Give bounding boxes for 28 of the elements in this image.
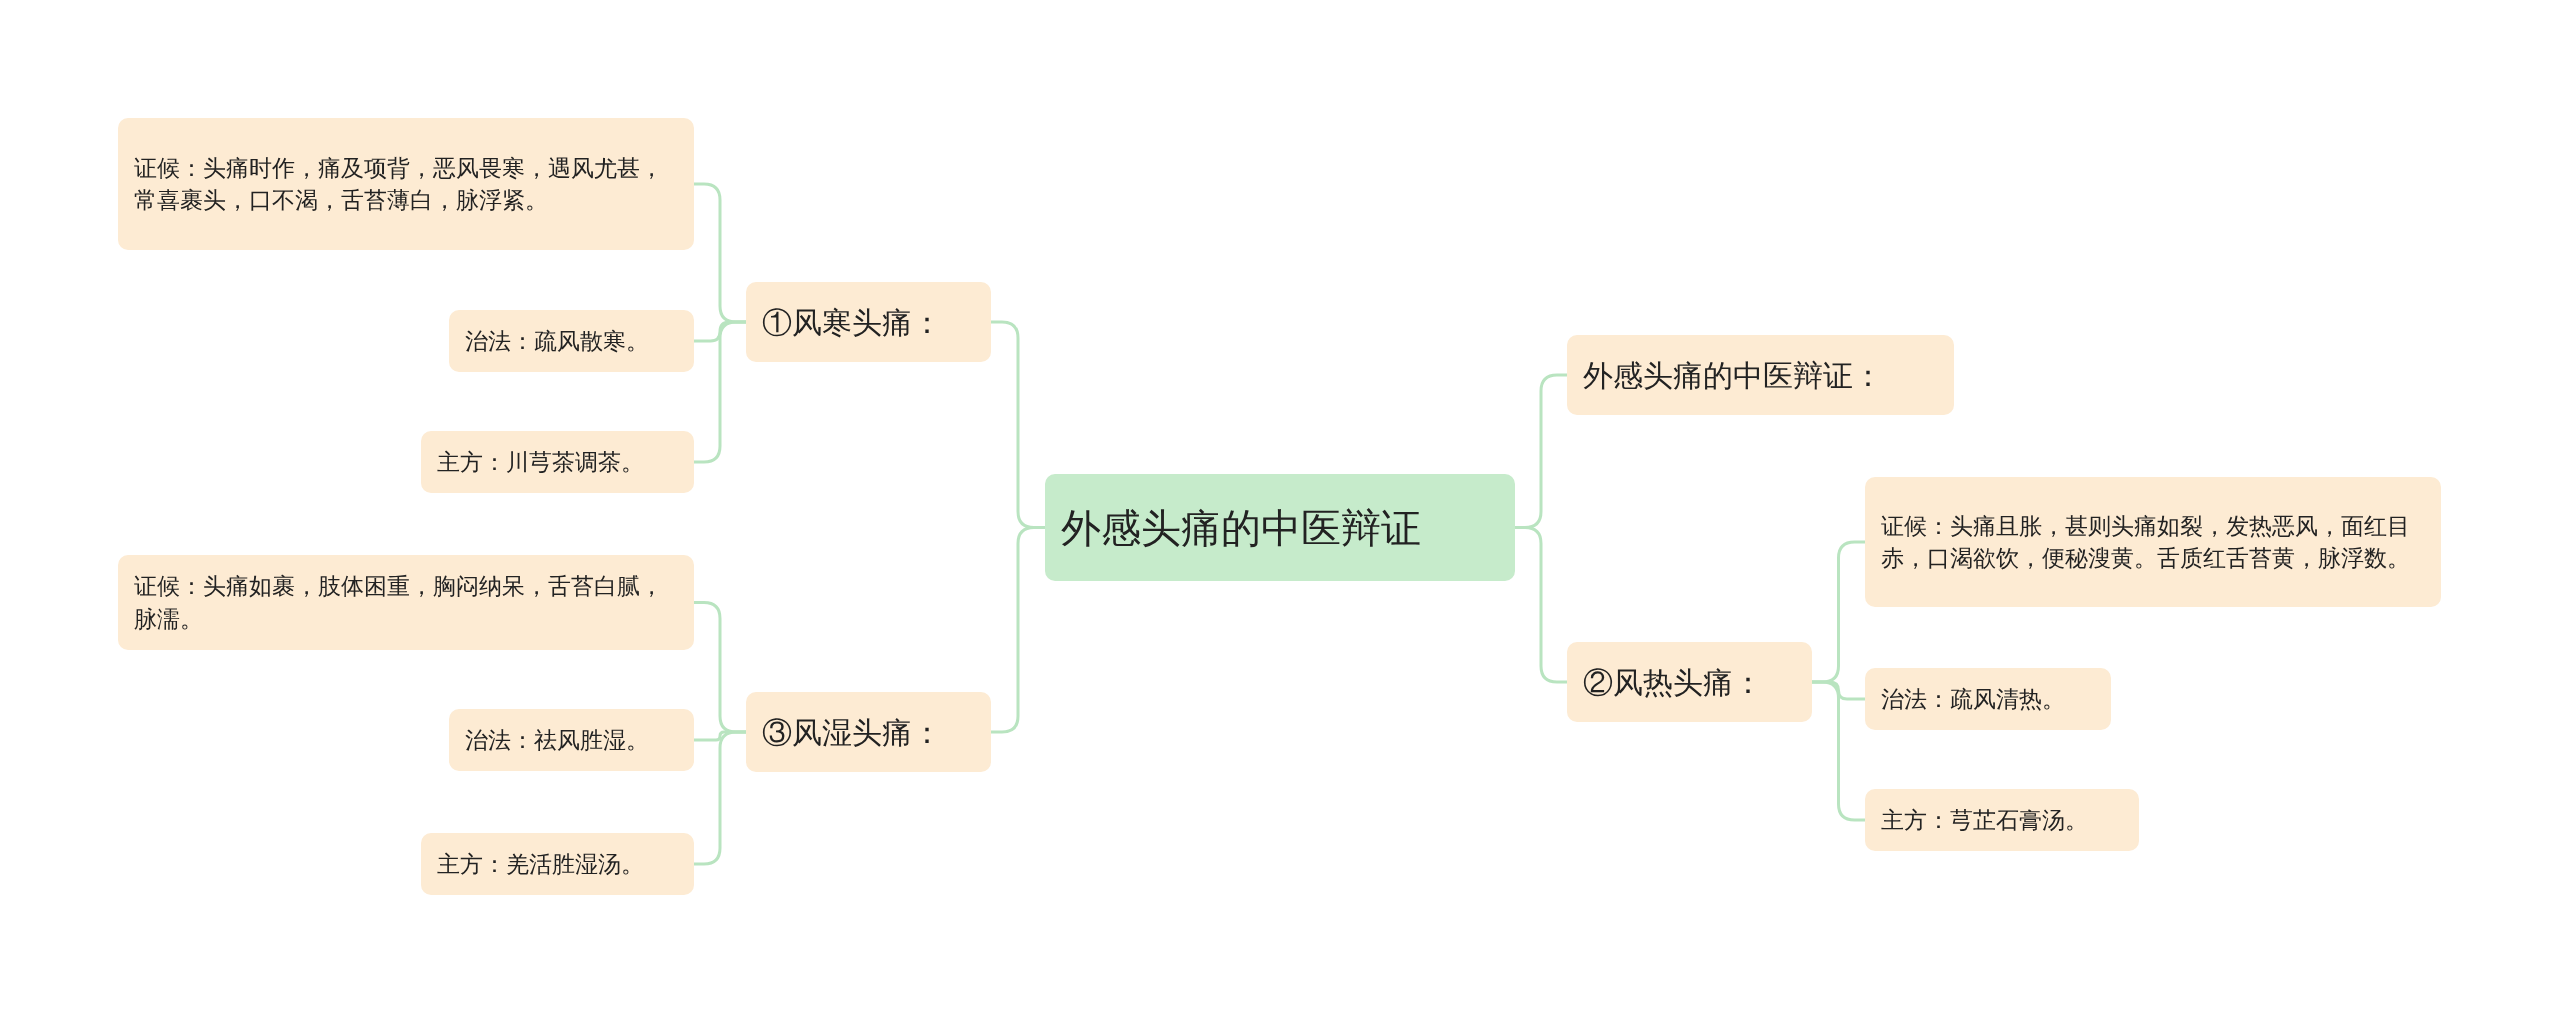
branch-box <box>746 692 991 772</box>
node-text: 外感头痛的中医辩证 <box>1061 504 1422 552</box>
branch-box <box>118 118 694 250</box>
node-text: 主方：羌活胜湿汤。 <box>437 849 645 879</box>
branch-box <box>449 709 694 771</box>
branch-box <box>118 555 694 650</box>
topic-box <box>1045 474 1515 581</box>
branch-box <box>1865 477 2441 607</box>
node-text: ②风热头痛： <box>1583 664 1764 701</box>
node-text: 主方：芎芷石膏汤。 <box>1881 805 2089 835</box>
node-text: 治法：祛风胜湿。 <box>465 725 650 755</box>
node-text: 外感头痛的中医辩证： <box>1583 357 1884 394</box>
node-text: 证候：头痛如裹，肢体困重，胸闷纳呆，舌苔白腻，脉濡。 <box>134 572 664 634</box>
branch-box <box>746 282 991 362</box>
node-text: 主方：川芎茶调茶。 <box>437 447 645 477</box>
branch-box <box>449 310 694 372</box>
node-text: 治法：疏风散寒。 <box>465 326 650 356</box>
node-text: 证候：头痛且胀，甚则头痛如裂，发热恶风，面红目赤，口渴欲饮，便秘溲黄。舌质红舌苔黄，脉浮数。 <box>1881 511 2411 573</box>
node-text: ③风湿头痛： <box>762 714 943 751</box>
branch-box <box>421 431 694 493</box>
branch-box <box>1865 668 2111 730</box>
branch-box <box>1865 789 2139 851</box>
node-text: ①风寒头痛： <box>762 304 943 341</box>
node-text: 治法：疏风清热。 <box>1881 684 2066 714</box>
node-text: 证候：头痛时作，痛及项背，恶风畏寒，遇风尤甚，常喜裹头，口不渴，舌苔薄白，脉浮紧。 <box>134 153 664 215</box>
branch-box <box>1567 335 1954 415</box>
branch-box <box>1567 642 1812 722</box>
branch-box <box>421 833 694 895</box>
